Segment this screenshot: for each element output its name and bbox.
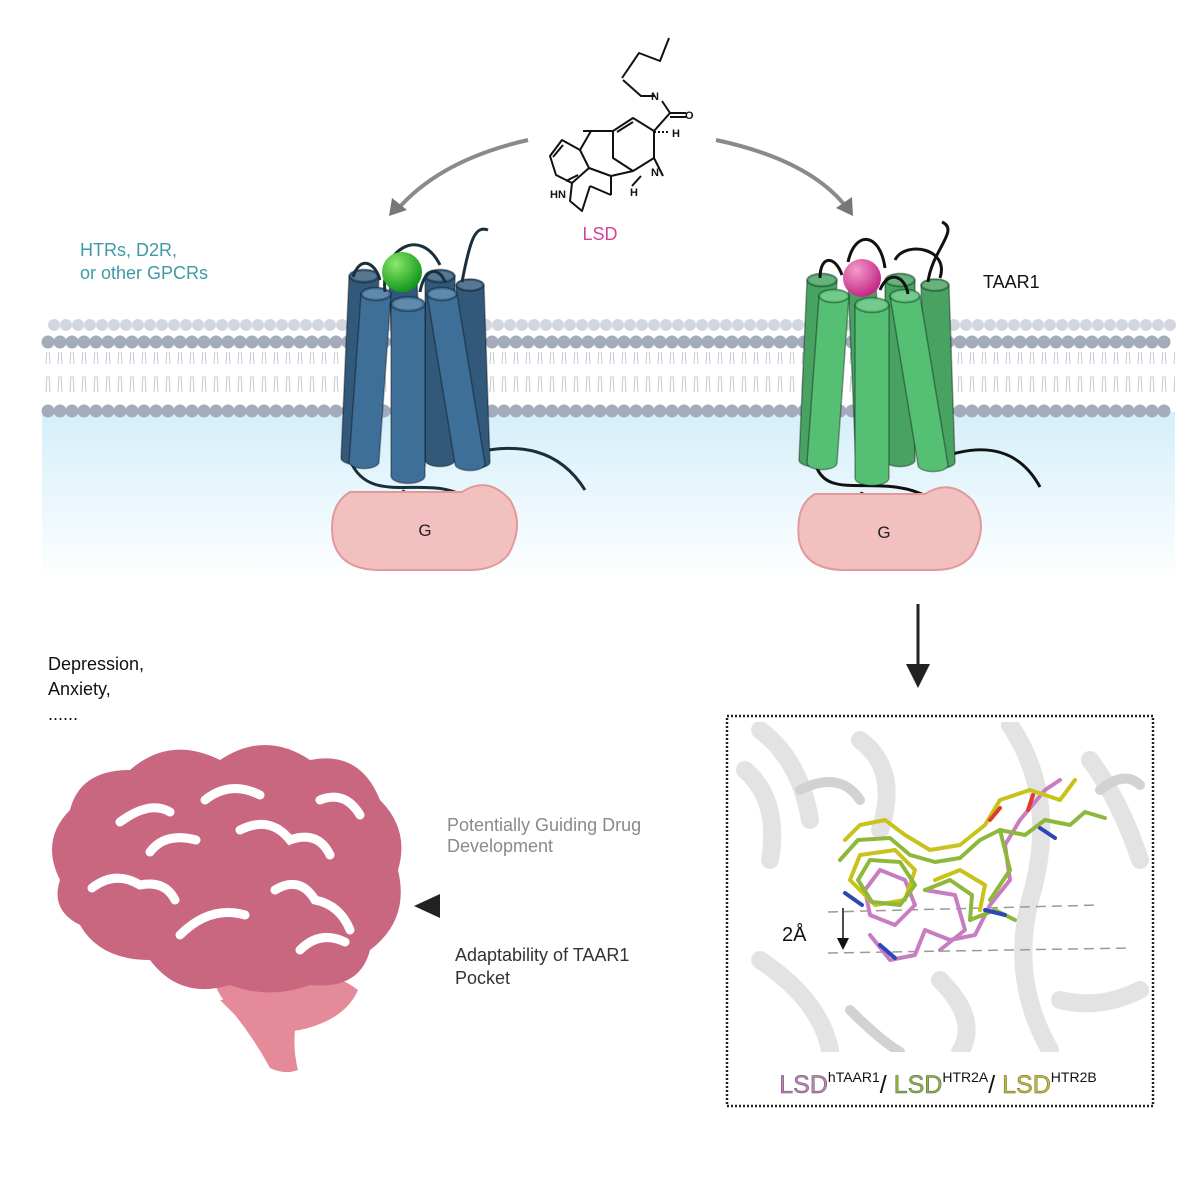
- lsd-molecule: [549, 37, 686, 212]
- distance-label: 2Å: [782, 923, 807, 946]
- atom-h-bottom: H: [630, 187, 638, 199]
- guiding-text-line1: Potentially Guiding Drug: [447, 815, 641, 835]
- atom-n-ring: N: [651, 167, 659, 179]
- left-ligand-ball: [382, 252, 422, 292]
- left-arrow-head: [414, 894, 440, 918]
- arrow-head-left: [389, 198, 407, 216]
- arrow-head-right: [836, 197, 853, 216]
- guiding-text-line2: Development: [447, 836, 553, 856]
- arrow-to-left-receptor: [395, 138, 529, 212]
- right-gpcr-taar1: [798, 220, 1042, 511]
- condition-depression: Depression,: [48, 654, 144, 674]
- gpcr-label-line1: HTRs, D2R,: [80, 240, 177, 260]
- left-g-protein: G: [331, 484, 518, 571]
- condition-anxiety: Anxiety,: [48, 679, 111, 699]
- left-gpcr: [340, 227, 587, 506]
- legend-base-1: LSD: [894, 1071, 943, 1099]
- lsd-atom-labels: N O H N H HN: [550, 91, 694, 201]
- atom-hn: HN: [550, 189, 566, 201]
- legend-base-0: LSD: [779, 1071, 828, 1099]
- right-g-protein-label: G: [877, 523, 890, 542]
- atom-h-top: H: [672, 128, 680, 140]
- left-g-protein-label: G: [418, 521, 431, 540]
- arrow-to-right-receptor: [715, 138, 849, 210]
- cell-membrane: [41, 319, 1176, 582]
- adaptability-text-line2: Pocket: [455, 968, 510, 988]
- legend-sep-0: /: [880, 1071, 894, 1099]
- condition-ellipsis: ......: [48, 704, 78, 724]
- legend-sup-2: HTR2B: [1051, 1069, 1097, 1085]
- legend-base-2: LSD: [1002, 1071, 1051, 1099]
- brain-icon: [52, 745, 402, 1073]
- adaptability-text-line1: Adaptability of TAAR1: [455, 945, 629, 965]
- atom-o: O: [685, 110, 694, 122]
- taar1-label: TAAR1: [983, 272, 1040, 292]
- structure-legend: LSDhTAAR1/ LSDHTR2A/ LSDHTR2B: [779, 1069, 1096, 1099]
- legend-sup-1: HTR2A: [942, 1069, 989, 1085]
- right-helix-bundle: [798, 272, 956, 487]
- gpcr-label-line2: or other GPCRs: [80, 263, 208, 283]
- right-g-protein: G: [797, 486, 982, 571]
- lsd-label: LSD: [582, 224, 617, 244]
- down-arrow-head: [906, 664, 930, 688]
- legend-sep-1: /: [988, 1071, 1002, 1099]
- structure-panel: 2Å LSDhTAAR1/ LSDHTR2A/ LSDHTR2B: [725, 714, 1155, 1108]
- legend-sup-0: hTAAR1: [828, 1069, 880, 1085]
- left-helix-bundle: [340, 268, 491, 485]
- atom-n-amide: N: [651, 91, 659, 103]
- right-ligand-ball: [843, 259, 881, 297]
